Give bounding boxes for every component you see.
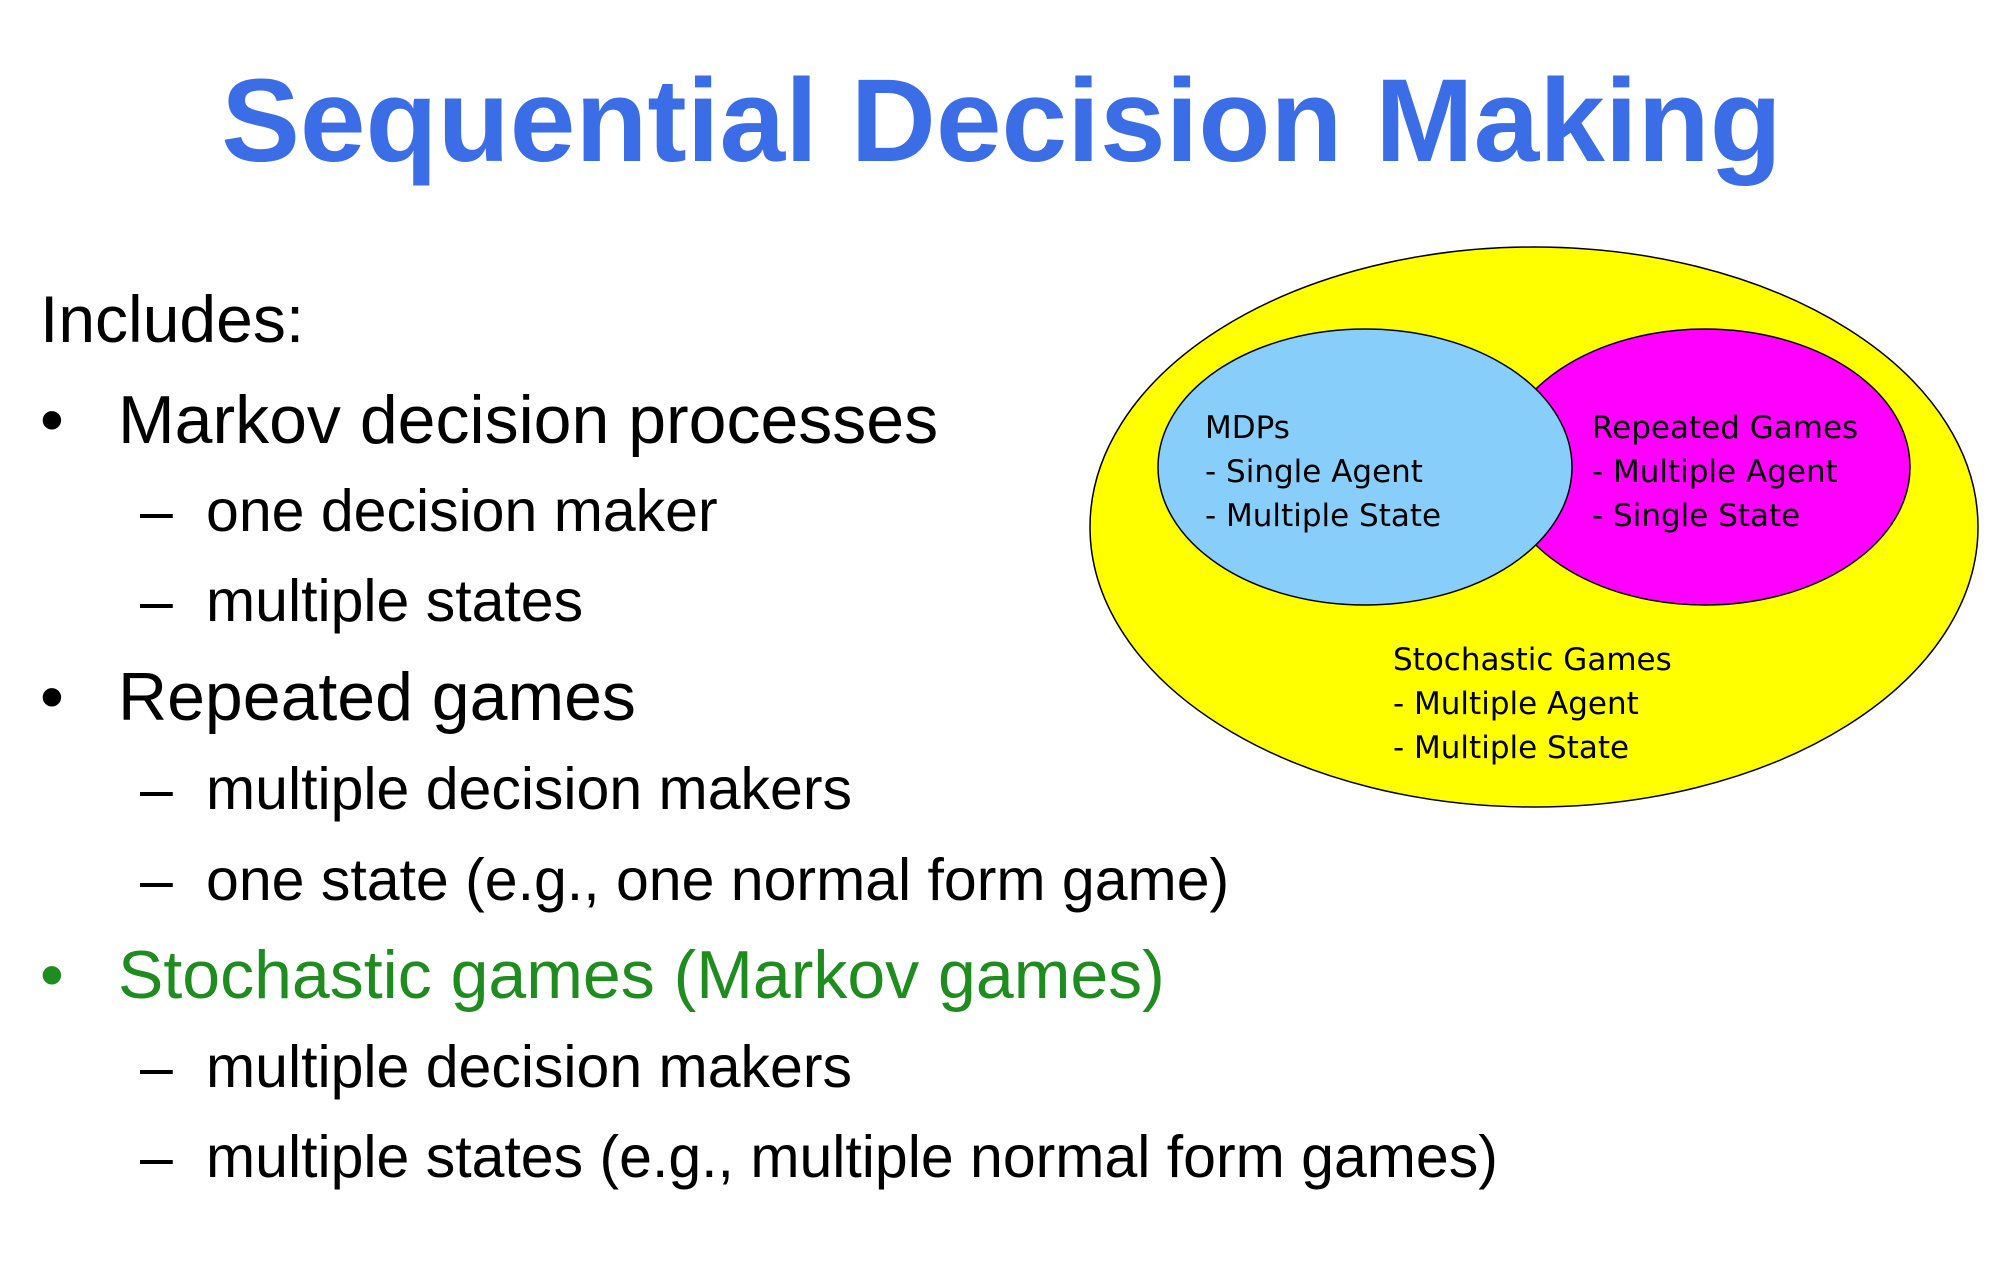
mdps-ellipse xyxy=(1157,328,1573,606)
bullet-mark: • xyxy=(40,382,64,458)
dash-mark: – xyxy=(140,847,173,913)
bullet-mark: • xyxy=(40,937,64,1013)
stochastic-games-title: Stochastic Games xyxy=(1393,642,1672,678)
mdps-line: - Multiple State xyxy=(1205,498,1441,534)
repeated-games-title: Repeated Games xyxy=(1592,410,1858,446)
dash-mark: – xyxy=(140,568,173,634)
stochastic-games-line: - Multiple Agent xyxy=(1393,686,1639,722)
stochastic-games-line: - Multiple State xyxy=(1393,730,1629,766)
game-class-diagram: MDPs - Single Agent - Multiple State Rep… xyxy=(1089,246,1979,808)
bullet-label: Stochastic games (Markov games) xyxy=(118,937,1165,1013)
dash-mark: – xyxy=(140,478,173,544)
dash-mark: – xyxy=(140,756,173,822)
slide-title: Sequential Decision Making xyxy=(221,55,1782,187)
sub-item-label: multiple states (e.g., multiple normal f… xyxy=(206,1124,1498,1190)
sub-item-label: multiple states xyxy=(206,568,584,634)
repeated-games-line: - Multiple Agent xyxy=(1592,454,1838,490)
sub-item-label: multiple decision makers xyxy=(206,1034,852,1100)
dash-mark: – xyxy=(140,1034,173,1100)
sub-item-label: one state (e.g., one normal form game) xyxy=(206,847,1230,913)
mdps-title: MDPs xyxy=(1205,410,1290,446)
repeated-games-line: - Single State xyxy=(1592,498,1800,534)
intro-label: Includes: xyxy=(40,282,305,356)
bullet-mark: • xyxy=(40,659,64,735)
bullet-label: Markov decision processes xyxy=(118,382,939,458)
bullet-label: Repeated games xyxy=(118,659,636,735)
mdps-line: - Single Agent xyxy=(1205,454,1423,490)
sub-item-label: multiple decision makers xyxy=(206,756,852,822)
dash-mark: – xyxy=(140,1124,173,1190)
sub-item-label: one decision maker xyxy=(206,478,718,544)
